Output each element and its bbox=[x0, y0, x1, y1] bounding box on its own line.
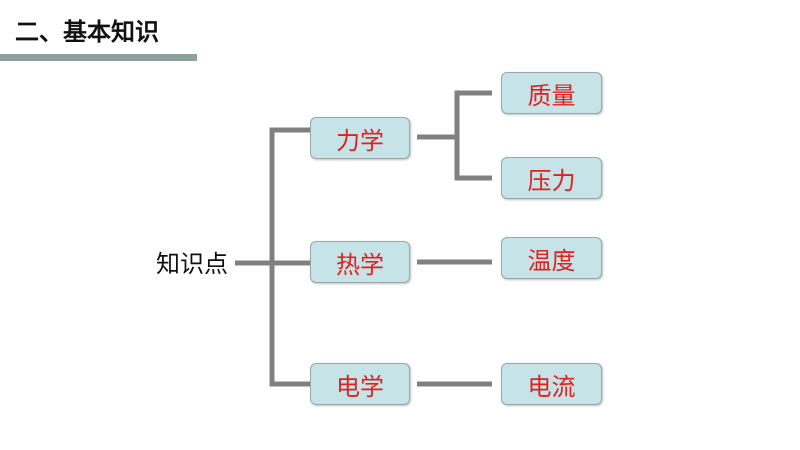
node-temperature: 温度 bbox=[501, 237, 602, 279]
node-current: 电流 bbox=[501, 363, 602, 405]
node-electricity: 电学 bbox=[310, 363, 410, 405]
title-underline-bar bbox=[0, 54, 197, 61]
slide-title: 二、基本知识 bbox=[15, 18, 159, 46]
diagram-root-node: 知识点 bbox=[156, 250, 228, 278]
node-heat: 热学 bbox=[310, 241, 410, 283]
connector-root-bracket bbox=[269, 127, 310, 387]
node-pressure: 压力 bbox=[501, 157, 602, 199]
node-mechanics: 力学 bbox=[310, 117, 410, 159]
connector-mechanics-bracket bbox=[454, 90, 492, 181]
node-mass: 质量 bbox=[501, 72, 602, 114]
